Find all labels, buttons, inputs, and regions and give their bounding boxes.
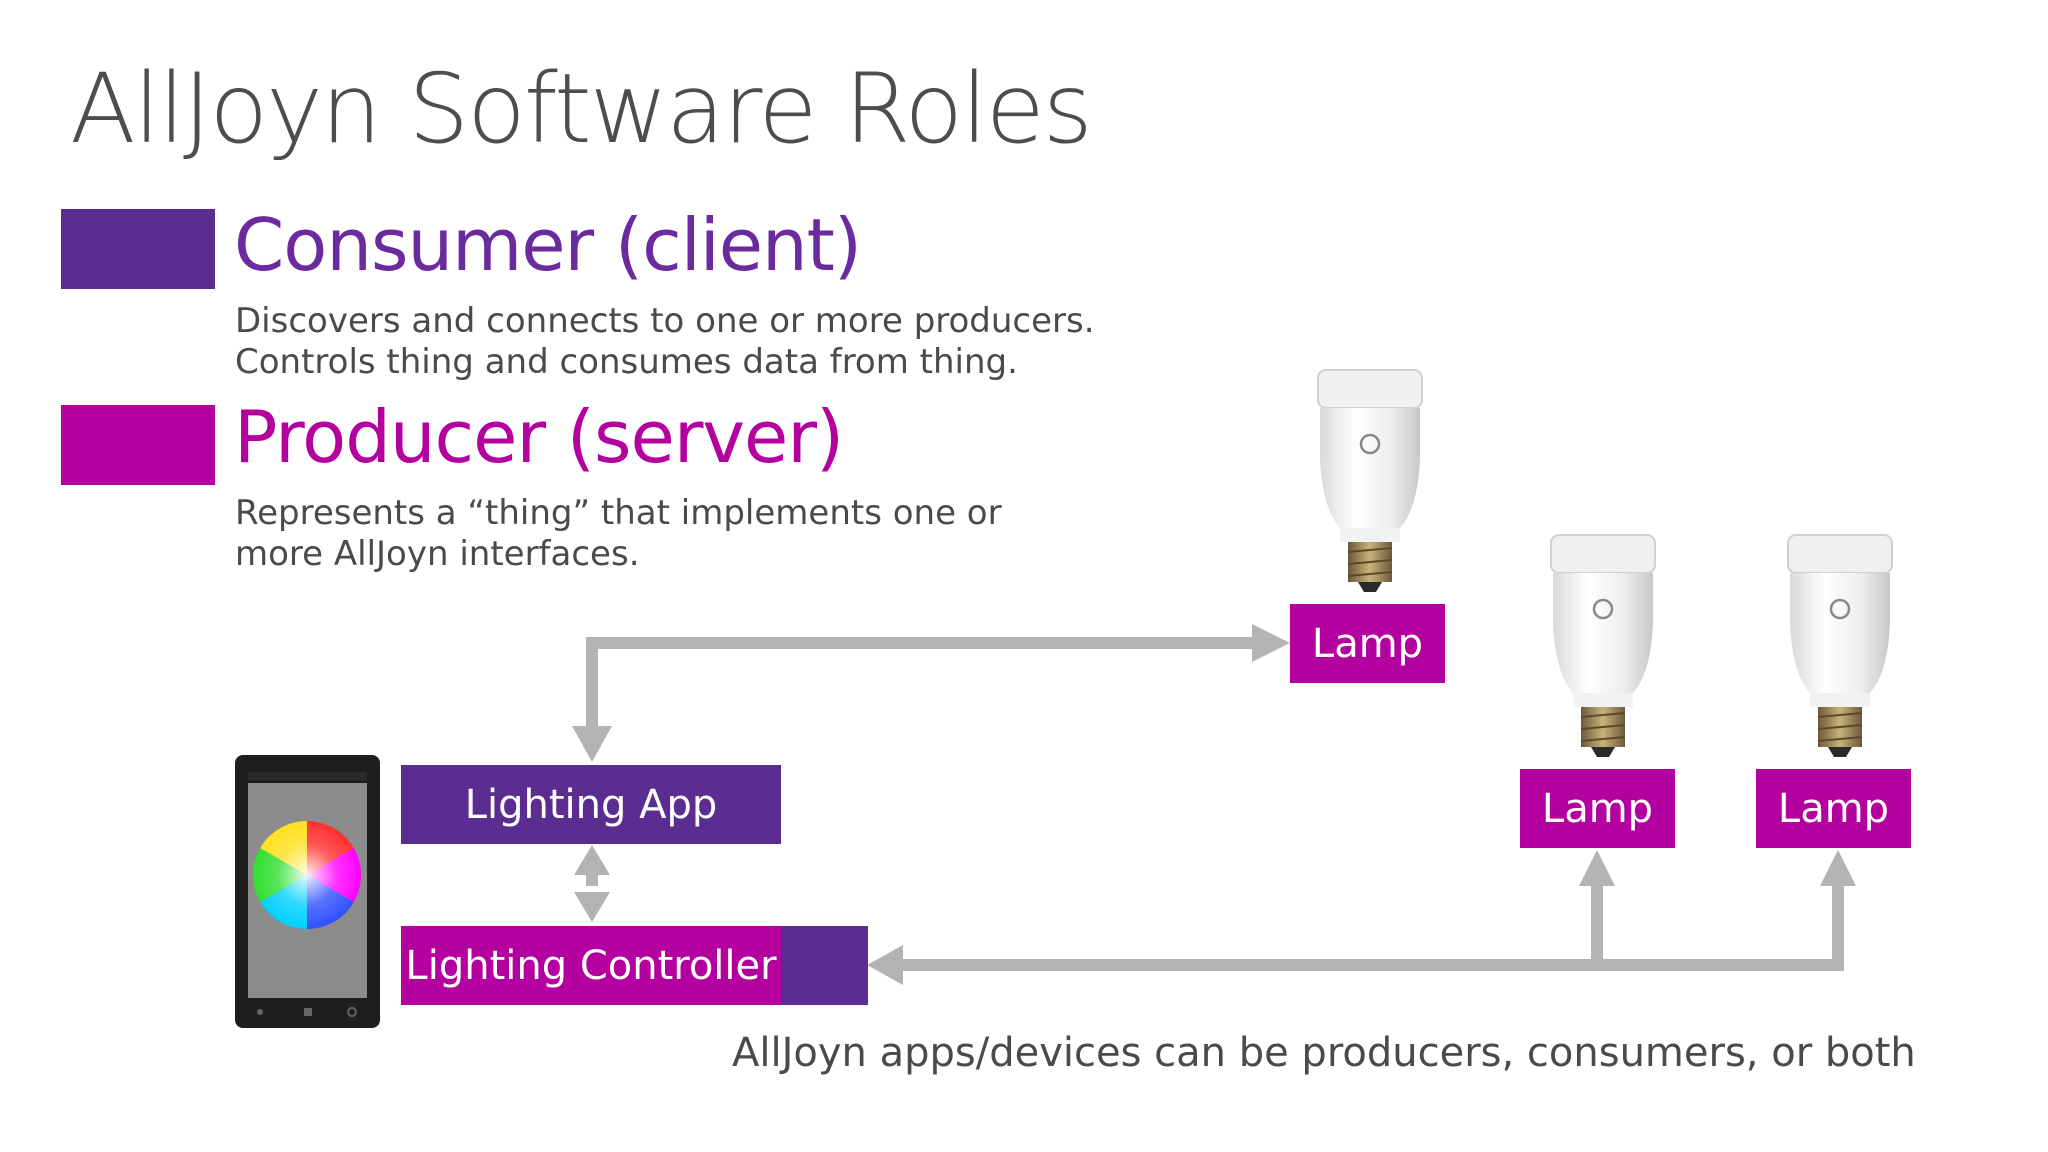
light-bulb-icon: [1550, 534, 1656, 757]
arrowhead-to-lamp-3: [1820, 850, 1856, 886]
producer-desc-line-2: more AllJoyn interfaces.: [235, 534, 640, 574]
arrowhead-app-up: [574, 845, 610, 875]
arrowhead-to-app: [572, 726, 612, 762]
lamp-box-3: Lamp: [1756, 769, 1911, 848]
color-wheel-icon: [252, 820, 362, 929]
producer-swatch: [61, 405, 215, 485]
lamp-box-2: Lamp: [1520, 769, 1675, 848]
consumer-swatch: [61, 209, 215, 289]
light-bulb-icon: [1317, 369, 1423, 592]
light-bulb-icon: [1787, 534, 1893, 757]
consumer-desc-line-2: Controls thing and consumes data from th…: [235, 342, 1018, 382]
lighting-controller-label: Lighting Controller: [405, 942, 777, 989]
arrowhead-to-top-lamp: [1252, 624, 1290, 662]
producer-title: Producer (server): [234, 395, 844, 479]
consumer-title: Consumer (client): [234, 203, 862, 287]
lamp-label: Lamp: [1311, 620, 1424, 667]
lamp-label: Lamp: [1777, 785, 1890, 832]
lighting-app-label: Lighting App: [464, 781, 718, 828]
caption: AllJoyn apps/devices can be producers, c…: [732, 1030, 1916, 1076]
arrowhead-to-controller: [867, 945, 903, 985]
slide-title: AllJoyn Software Roles: [70, 53, 1093, 165]
lamp-box-1: Lamp: [1290, 604, 1445, 683]
arrowhead-to-lamp-2: [1579, 850, 1615, 886]
lighting-controller-producer-part: Lighting Controller: [401, 926, 781, 1005]
controller-to-lamps-connector: [892, 880, 1844, 971]
app-to-lamp-connector: [586, 637, 1258, 730]
arrowhead-controller-down: [574, 892, 610, 922]
lighting-app-box: Lighting App: [401, 765, 781, 844]
consumer-desc-line-1: Discovers and connects to one or more pr…: [235, 301, 1095, 341]
producer-desc-line-1: Represents a “thing” that implements one…: [235, 493, 1002, 533]
lamp-label: Lamp: [1541, 785, 1654, 832]
